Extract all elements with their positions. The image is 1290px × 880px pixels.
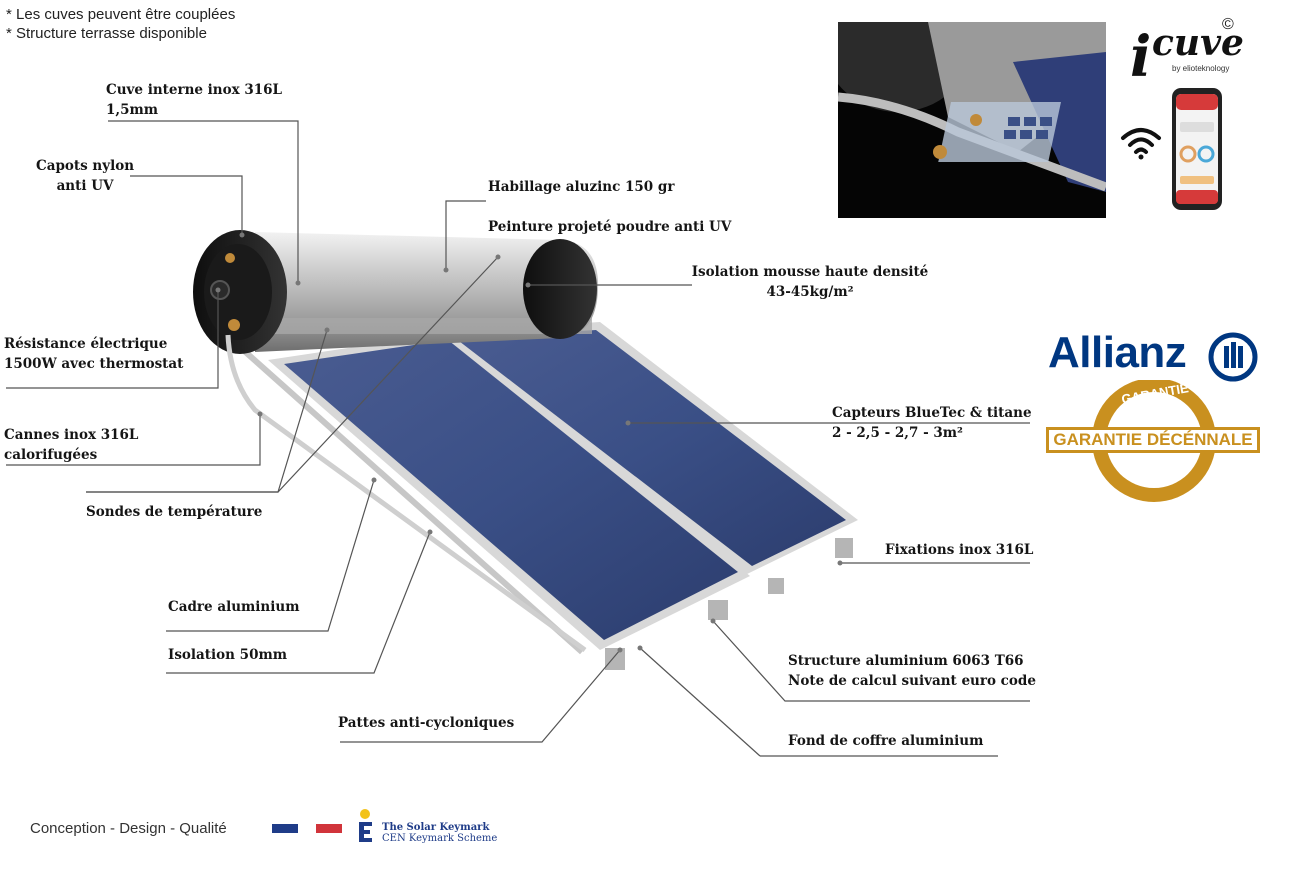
label-nylon-caps-line2: anti UV: [56, 178, 114, 194]
allianz-wordmark: Allianz: [1048, 328, 1187, 377]
label-inner-tank-line2: 1,5mm: [106, 102, 159, 118]
guarantee-number: 10: [1140, 396, 1172, 427]
label-foam-insulation: Isolation mousse haute densité 43-45kg/m…: [680, 262, 940, 302]
icuve-tagline: by elioteknology: [1172, 64, 1230, 73]
label-nylon-caps: Capots nylon anti UV: [30, 156, 140, 196]
flag-red-stripe: [316, 824, 342, 833]
label-steel-pipes: Cannes inox 316L calorifugées: [4, 425, 138, 465]
label-anticyclone-feet: Pattes anti-cycloniques: [338, 715, 515, 731]
ten-year-guarantee-seal: [1046, 380, 1260, 502]
label-insulation-50mm: Isolation 50mm: [168, 647, 288, 663]
label-aluminium-structure-line2: Note de calcul suivant euro code: [788, 673, 1036, 689]
solar-keymark-text: The Solar Keymark CEN Keymark Scheme: [382, 822, 497, 844]
label-temperature-sensors: Sondes de température: [86, 504, 263, 520]
label-aluminium-back: Fond de coffre aluminium: [788, 733, 984, 749]
footer-tagline: Conception - Design - Qualité: [30, 820, 227, 837]
keymark-subtitle: CEN Keymark Scheme: [382, 833, 498, 844]
label-powder-paint: Peinture projeté poudre anti UV: [488, 219, 732, 235]
wifi-icon: [1121, 128, 1161, 160]
label-aluminium-structure: Structure aluminium 6063 T66 Note de cal…: [788, 651, 1036, 691]
notes: * Les cuves peuvent être couplées * Stru…: [6, 5, 235, 43]
french-flag-icon: [272, 824, 342, 834]
label-inner-tank-line1: Cuve interne inox 316L: [106, 82, 283, 98]
smartphone-app-icon: [1172, 88, 1222, 210]
label-steel-pipes-line2: calorifugées: [4, 447, 98, 463]
keymark-title: The Solar Keymark: [382, 822, 490, 833]
controller-closeup-photo: [838, 22, 1106, 218]
label-collectors: Capteurs BlueTec & titane 2 - 2,5 - 2,7 …: [832, 403, 1032, 443]
storage-tank: [193, 230, 599, 354]
controller-closeup-illustration: [838, 22, 1106, 192]
guarantee-years: ANS: [1132, 454, 1180, 479]
collector-panel-right: [440, 322, 858, 575]
icuve-wordmark: cuve: [1152, 22, 1244, 64]
label-electric-resistance: Résistance électrique 1500W avec thermos…: [4, 334, 183, 374]
icuve-copyright: ©: [1222, 16, 1234, 33]
label-nylon-caps-line1: Capots nylon: [35, 158, 135, 174]
flag-blue-stripe: [272, 824, 298, 833]
label-inner-tank: Cuve interne inox 316L 1,5mm: [106, 80, 282, 120]
label-electric-resistance-line2: 1500W avec thermostat: [4, 356, 184, 372]
label-collectors-line2: 2 - 2,5 - 2,7 - 3m²: [832, 425, 963, 441]
label-aluminium-structure-line1: Structure aluminium 6063 T66: [788, 653, 1024, 669]
allianz-logo: Allianz: [1048, 328, 1260, 384]
icuve-i-letter: i: [1130, 24, 1152, 90]
allianz-eagle-icon: [1208, 332, 1258, 382]
solar-keymark-icon: [359, 809, 372, 842]
note-coupled-tanks: * Les cuves peuvent être couplées: [6, 6, 236, 23]
label-collectors-line1: Capteurs BlueTec & titane: [832, 405, 1032, 421]
icuve-logo: i cuve © by elioteknology: [1130, 14, 1270, 90]
note-terrace-structure: * Structure terrasse disponible: [6, 25, 207, 42]
guarantee-banner: GARANTIE DÉCÉNNALE: [1053, 430, 1253, 449]
label-aluminium-frame: Cadre aluminium: [168, 599, 300, 615]
label-fixings: Fixations inox 316L: [885, 542, 1034, 558]
label-aluzinc-cladding: Habillage aluzinc 150 gr: [488, 179, 675, 195]
label-foam-insulation-line1: Isolation mousse haute densité: [691, 264, 929, 280]
label-steel-pipes-line1: Cannes inox 316L: [4, 427, 139, 443]
label-foam-insulation-line2: 43-45kg/m²: [766, 284, 854, 300]
label-electric-resistance-line1: Résistance électrique: [4, 336, 168, 352]
